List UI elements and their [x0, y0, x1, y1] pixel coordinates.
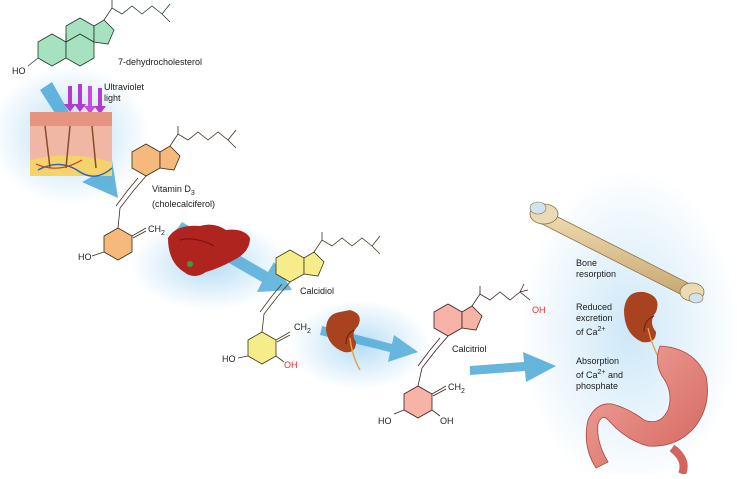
ho-group-4: HO	[378, 416, 392, 426]
label-uv-light-line2: light	[104, 93, 121, 103]
label-reduced-line1: Reduced	[576, 302, 613, 312]
label-absorption-line2-post: and	[605, 370, 624, 380]
oh-group-1: OH	[284, 360, 298, 370]
ho-group-3: HO	[222, 354, 236, 364]
molecule-vitamin-d3	[91, 126, 237, 261]
label-reduced-excretion: Reduced excretion of Ca2+	[576, 302, 613, 338]
label-reduced-line2: excretion	[576, 313, 613, 323]
liver-icon	[168, 224, 250, 276]
ch2-group-3: CH2	[448, 382, 465, 395]
flow-arrow-4	[470, 352, 556, 382]
label-bone-line2: resorption	[576, 269, 617, 279]
oh-group-2: OH	[440, 416, 454, 426]
oh-group-3: OH	[532, 305, 546, 315]
label-uv-light: Ultraviolet light	[104, 82, 144, 104]
bone-icon	[529, 201, 705, 304]
label-reduced-line3-pre: of Ca	[576, 327, 598, 337]
label-7-dehydrocholesterol: 7-dehydrocholesterol	[118, 57, 203, 67]
ch2-group-2: CH2	[294, 322, 311, 335]
label-vitamin-d3-main: Vitamin D	[152, 184, 191, 194]
skin-icon	[30, 112, 113, 177]
label-calcidiol: Calcidiol	[300, 286, 335, 296]
ho-group-2: HO	[78, 252, 92, 262]
molecule-calcitriol	[393, 283, 531, 419]
label-vitamin-d3-line2: (cholecalciferol)	[152, 198, 216, 209]
label-calcitriol: Calcitriol	[452, 344, 487, 354]
label-absorption-line2-sup: 2+	[597, 369, 606, 376]
label-absorption-line2-pre: of Ca	[576, 370, 598, 380]
label-vitamin-d3-line1: Vitamin D3	[152, 184, 215, 199]
molecule-7-dehydrocholesterol	[27, 0, 171, 67]
ch2-group-1: CH2	[148, 224, 165, 237]
molecule-calcidiol	[237, 232, 381, 365]
label-bone-resorption: Bone resorption	[576, 258, 616, 280]
label-vitamin-d3: Vitamin D3 (cholecalciferol)	[152, 184, 215, 210]
kidney-icon	[326, 310, 361, 371]
label-uv-light-line1: Ultraviolet	[104, 82, 145, 92]
label-reduced-line3: of Ca2+	[576, 324, 613, 338]
label-vitamin-d3-sub: 3	[190, 189, 195, 197]
label-absorption-line1: Absorption	[576, 356, 620, 366]
stomach-icon	[585, 345, 708, 476]
label-bone-line1: Bone	[576, 258, 598, 268]
label-absorption-line3: phosphate	[576, 381, 619, 391]
label-absorption: Absorption of Ca2+ and phosphate	[576, 356, 623, 392]
label-reduced-line3-sup: 2+	[597, 326, 606, 333]
label-absorption-line2: of Ca2+ and	[576, 367, 623, 381]
ho-group-1: HO	[12, 66, 26, 76]
uv-light-icon	[64, 84, 106, 114]
